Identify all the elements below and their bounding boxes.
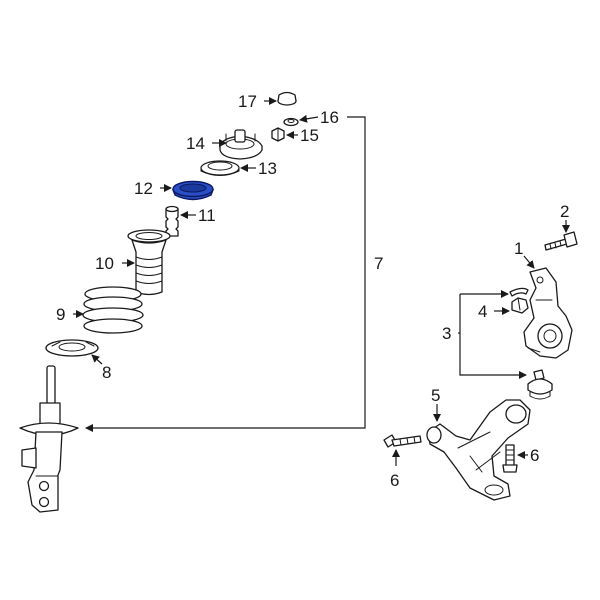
callout-15: 15 [300, 126, 319, 145]
part-8-lower-insulator[interactable] [45, 339, 99, 357]
callout-10: 10 [95, 254, 114, 273]
part-4-cotter-pin[interactable] [509, 287, 529, 297]
callout-11: 11 [198, 206, 216, 225]
part-16-washer[interactable] [283, 117, 299, 127]
part-14-strut-mount[interactable] [219, 129, 263, 160]
part-12-spring-insulator[interactable] [171, 180, 215, 201]
callout-7: 7 [374, 254, 383, 273]
leader-lines [73, 97, 570, 466]
callout-16: 16 [320, 108, 339, 127]
callout-1: 1 [514, 239, 523, 258]
part-10-dust-boot[interactable] [127, 229, 171, 296]
callout-3: 3 [442, 324, 451, 343]
part-9-coil-spring[interactable] [82, 286, 144, 334]
strut-assembly[interactable] [19, 365, 79, 513]
part-17-dust-cap[interactable] [277, 91, 297, 106]
part-11-bump-stop[interactable] [165, 205, 179, 237]
callout-17: 17 [238, 92, 257, 111]
part-1-steering-knuckle[interactable] [523, 267, 573, 359]
callout-6-front: 6 [390, 471, 399, 490]
callout-9: 9 [56, 305, 65, 324]
part-4-nut[interactable] [511, 297, 529, 314]
part-2-bolt[interactable] [544, 231, 578, 251]
callout-8: 8 [102, 363, 111, 382]
callout-6-rear: 6 [530, 446, 539, 465]
part-13-strut-bearing[interactable] [200, 160, 240, 176]
part-6-bolt-front[interactable] [383, 434, 422, 448]
ball-joint[interactable] [527, 369, 553, 400]
callout-5: 5 [431, 386, 440, 405]
part-15-nut[interactable] [271, 127, 285, 142]
callout-2: 2 [560, 202, 569, 221]
part-6-bolt-rear[interactable] [502, 444, 518, 473]
part-5-lower-control-arm[interactable] [426, 399, 531, 501]
callout-12: 12 [134, 179, 153, 198]
callout-labels: 17 16 15 14 13 12 11 10 9 8 7 2 1 3 4 5 … [56, 92, 569, 490]
callout-14: 14 [186, 134, 205, 153]
callout-4: 4 [478, 302, 487, 321]
callout-13: 13 [258, 159, 277, 178]
